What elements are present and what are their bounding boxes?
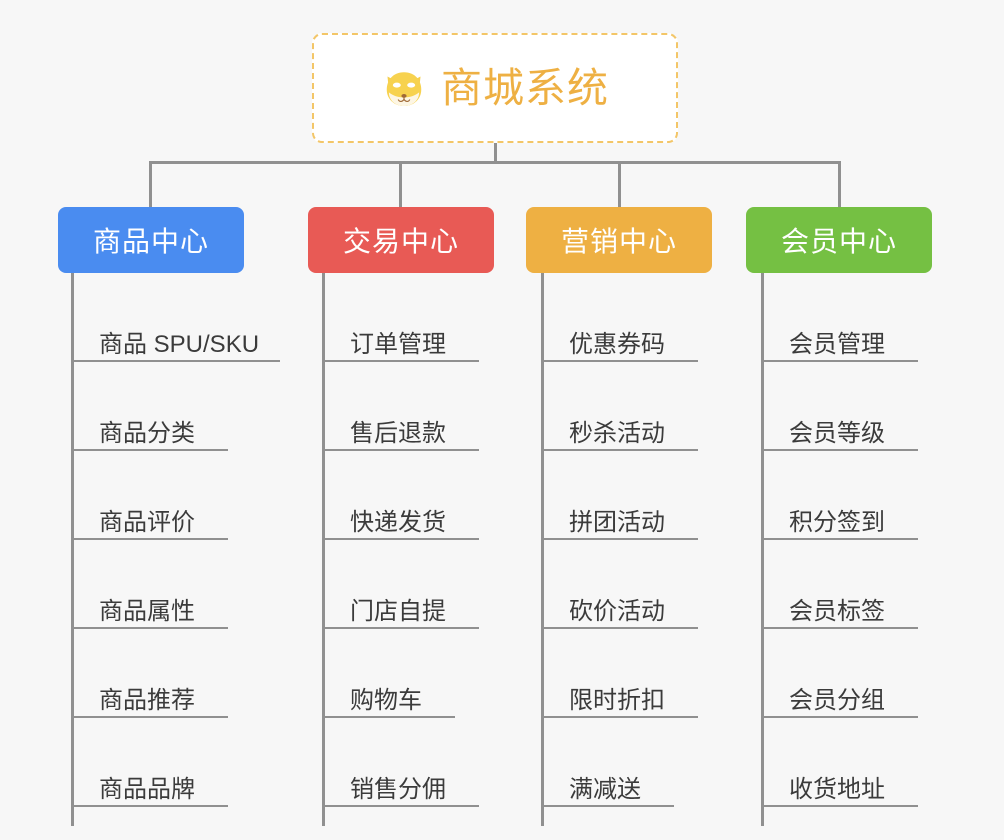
category-label: 交易中心 bbox=[342, 226, 459, 257]
leaf-label: 会员管理 bbox=[789, 330, 885, 358]
leaf-item-product-recommend[interactable]: 商品推荐 bbox=[71, 629, 228, 718]
leaf-column-marketing-center: 优惠券码 秒杀活动 拼团活动 砍价活动 限时折扣 满减送 bbox=[541, 273, 751, 833]
leaf-column-trade-center: 订单管理 售后退款 快递发货 门店自提 购物车 销售分佣 bbox=[322, 273, 532, 833]
leaf-label: 商品 SPU/SKU bbox=[99, 330, 260, 358]
leaf-item-member-level[interactable]: 会员等级 bbox=[761, 362, 918, 451]
leaf-label: 会员分组 bbox=[789, 686, 885, 714]
leaf-item-coupon-code[interactable]: 优惠券码 bbox=[541, 273, 698, 362]
leaf-label: 商品属性 bbox=[99, 597, 195, 625]
leaf-label: 砍价活动 bbox=[569, 597, 665, 625]
category-box-product-center[interactable]: 商品中心 bbox=[58, 207, 244, 273]
leaf-item-product-spu-sku[interactable]: 商品 SPU/SKU bbox=[71, 273, 280, 362]
leaf-item-shipping-address[interactable]: 收货地址 bbox=[761, 718, 918, 807]
category-label: 营销中心 bbox=[560, 226, 677, 257]
leaf-label: 销售分佣 bbox=[350, 775, 446, 803]
category-box-trade-center[interactable]: 交易中心 bbox=[308, 207, 494, 273]
category-label: 商品中心 bbox=[92, 226, 209, 257]
leaf-label: 商品推荐 bbox=[99, 686, 195, 714]
leaf-label: 购物车 bbox=[350, 686, 422, 714]
leaf-item-points-checkin[interactable]: 积分签到 bbox=[761, 451, 918, 540]
leaf-label: 商品分类 bbox=[99, 419, 195, 447]
leaf-item-limited-time-discount[interactable]: 限时折扣 bbox=[541, 629, 698, 718]
leaf-label: 限时折扣 bbox=[569, 686, 665, 714]
leaf-item-store-pickup[interactable]: 门店自提 bbox=[322, 540, 479, 629]
root-node-mall-system[interactable]: 商城系统 bbox=[312, 33, 678, 143]
leaf-item-bargain-activity[interactable]: 砍价活动 bbox=[541, 540, 698, 629]
connector-drop-trade bbox=[399, 161, 402, 209]
leaf-item-member-group[interactable]: 会员分组 bbox=[761, 629, 918, 718]
connector-drop-marketing bbox=[618, 161, 621, 209]
leaf-item-product-attribute[interactable]: 商品属性 bbox=[71, 540, 228, 629]
leaf-column-member-center: 会员管理 会员等级 积分签到 会员标签 会员分组 收货地址 bbox=[761, 273, 971, 833]
leaf-spine bbox=[541, 273, 544, 826]
leaf-item-group-buy[interactable]: 拼团活动 bbox=[541, 451, 698, 540]
leaf-item-order-management[interactable]: 订单管理 bbox=[322, 273, 479, 362]
leaf-label: 满减送 bbox=[569, 775, 641, 803]
leaf-label: 商品品牌 bbox=[99, 775, 195, 803]
category-box-marketing-center[interactable]: 营销中心 bbox=[526, 207, 712, 273]
leaf-item-after-sale-refund[interactable]: 售后退款 bbox=[322, 362, 479, 451]
leaf-spine bbox=[761, 273, 764, 826]
leaf-item-shopping-cart[interactable]: 购物车 bbox=[322, 629, 455, 718]
shiba-dog-face-icon bbox=[381, 65, 427, 111]
leaf-item-product-review[interactable]: 商品评价 bbox=[71, 451, 228, 540]
leaf-label: 拼团活动 bbox=[569, 508, 665, 536]
leaf-item-full-reduction-gift[interactable]: 满减送 bbox=[541, 718, 674, 807]
leaf-item-member-tag[interactable]: 会员标签 bbox=[761, 540, 918, 629]
leaf-label: 会员等级 bbox=[789, 419, 885, 447]
category-label: 会员中心 bbox=[780, 226, 897, 257]
leaf-item-member-management[interactable]: 会员管理 bbox=[761, 273, 918, 362]
leaf-spine bbox=[71, 273, 74, 826]
leaf-label: 门店自提 bbox=[350, 597, 446, 625]
leaf-item-flash-sale[interactable]: 秒杀活动 bbox=[541, 362, 698, 451]
root-title: 商城系统 bbox=[441, 64, 609, 111]
leaf-label: 秒杀活动 bbox=[569, 419, 665, 447]
leaf-label: 售后退款 bbox=[350, 419, 446, 447]
leaf-label: 积分签到 bbox=[789, 508, 885, 536]
leaf-label: 快递发货 bbox=[350, 508, 446, 536]
leaf-label: 优惠券码 bbox=[569, 330, 665, 358]
leaf-label: 订单管理 bbox=[350, 330, 446, 358]
connector-root-stem bbox=[494, 143, 497, 163]
leaf-label: 收货地址 bbox=[789, 775, 885, 803]
connector-horizontal-bus bbox=[149, 161, 841, 164]
leaf-item-product-brand[interactable]: 商品品牌 bbox=[71, 718, 228, 807]
leaf-item-sales-commission[interactable]: 销售分佣 bbox=[322, 718, 479, 807]
leaf-spine bbox=[322, 273, 325, 826]
connector-drop-member bbox=[838, 161, 841, 209]
category-box-member-center[interactable]: 会员中心 bbox=[746, 207, 932, 273]
leaf-label: 会员标签 bbox=[789, 597, 885, 625]
leaf-label: 商品评价 bbox=[99, 508, 195, 536]
leaf-column-product-center: 商品 SPU/SKU 商品分类 商品评价 商品属性 商品推荐 商品品牌 bbox=[71, 273, 281, 833]
leaf-item-express-shipping[interactable]: 快递发货 bbox=[322, 451, 479, 540]
connector-drop-product bbox=[149, 161, 152, 209]
leaf-item-product-category[interactable]: 商品分类 bbox=[71, 362, 228, 451]
